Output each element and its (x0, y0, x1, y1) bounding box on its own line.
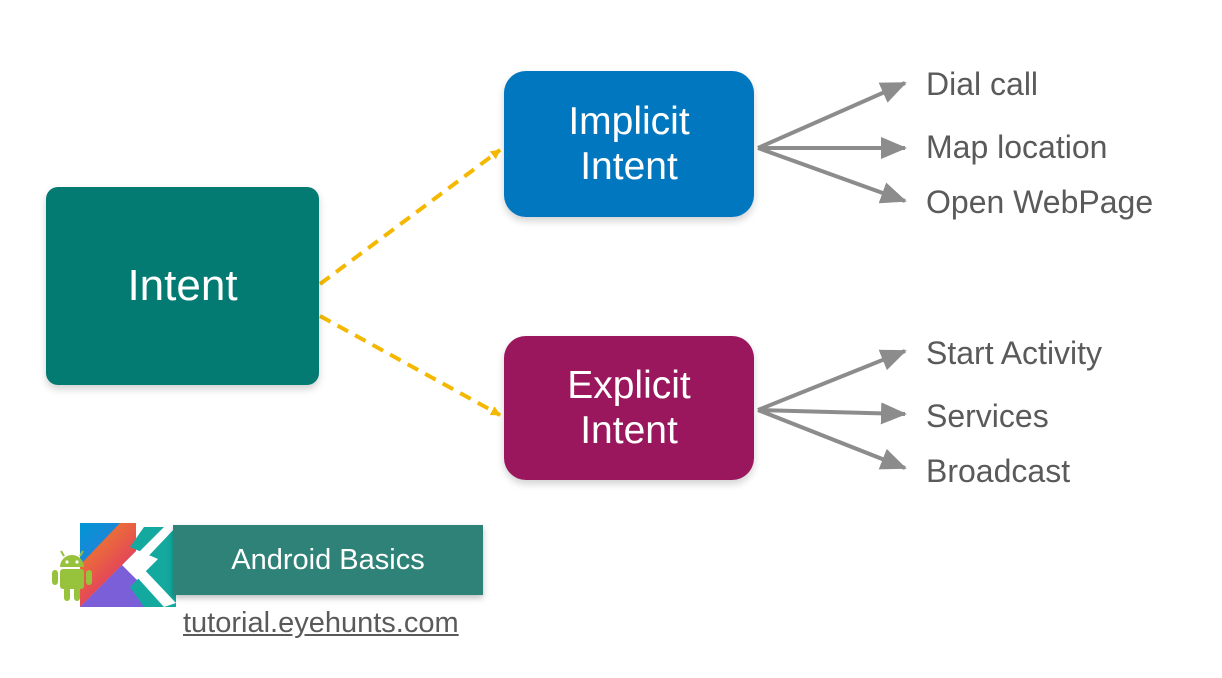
badge-label: Android Basics (231, 543, 425, 576)
leaf-map-location: Map location (926, 129, 1108, 165)
android-basics-badge: Android Basics (173, 525, 483, 595)
leaf-services: Services (926, 398, 1049, 434)
explicit-intent-title-line2: Intent (580, 409, 678, 452)
arrow-implicit-to-dial-call (757, 81, 907, 150)
kotlin-logo-icon (80, 523, 176, 607)
intent-node: Intent (46, 187, 319, 385)
explicit-intent-node: Explicit Intent (504, 336, 754, 480)
intent-node-label: Intent (127, 261, 238, 310)
leaf-open-webpage: Open WebPage (926, 184, 1154, 220)
implicit-intent-node: Implicit Intent (504, 71, 754, 217)
explicit-intent-title-line1: Explicit (567, 364, 691, 407)
brand-logo (52, 523, 176, 607)
implicit-intent-title-line1: Implicit (568, 100, 690, 143)
leaf-dial-call: Dial call (926, 66, 1039, 102)
android-robot-icon (52, 550, 92, 601)
arrow-explicit-to-services (757, 402, 907, 425)
connector-intent-to-explicit (319, 314, 501, 417)
arrow-implicit-to-open-webpage (757, 146, 907, 204)
arrow-explicit-to-start-activity (757, 349, 907, 412)
implicit-intent-title-line2: Intent (580, 145, 678, 188)
connector-intent-to-implicit (318, 148, 502, 286)
leaf-broadcast: Broadcast (926, 453, 1071, 489)
arrow-explicit-to-broadcast (757, 408, 907, 470)
leaf-start-activity: Start Activity (926, 335, 1103, 371)
site-link[interactable]: tutorial.eyehunts.com (183, 607, 459, 639)
